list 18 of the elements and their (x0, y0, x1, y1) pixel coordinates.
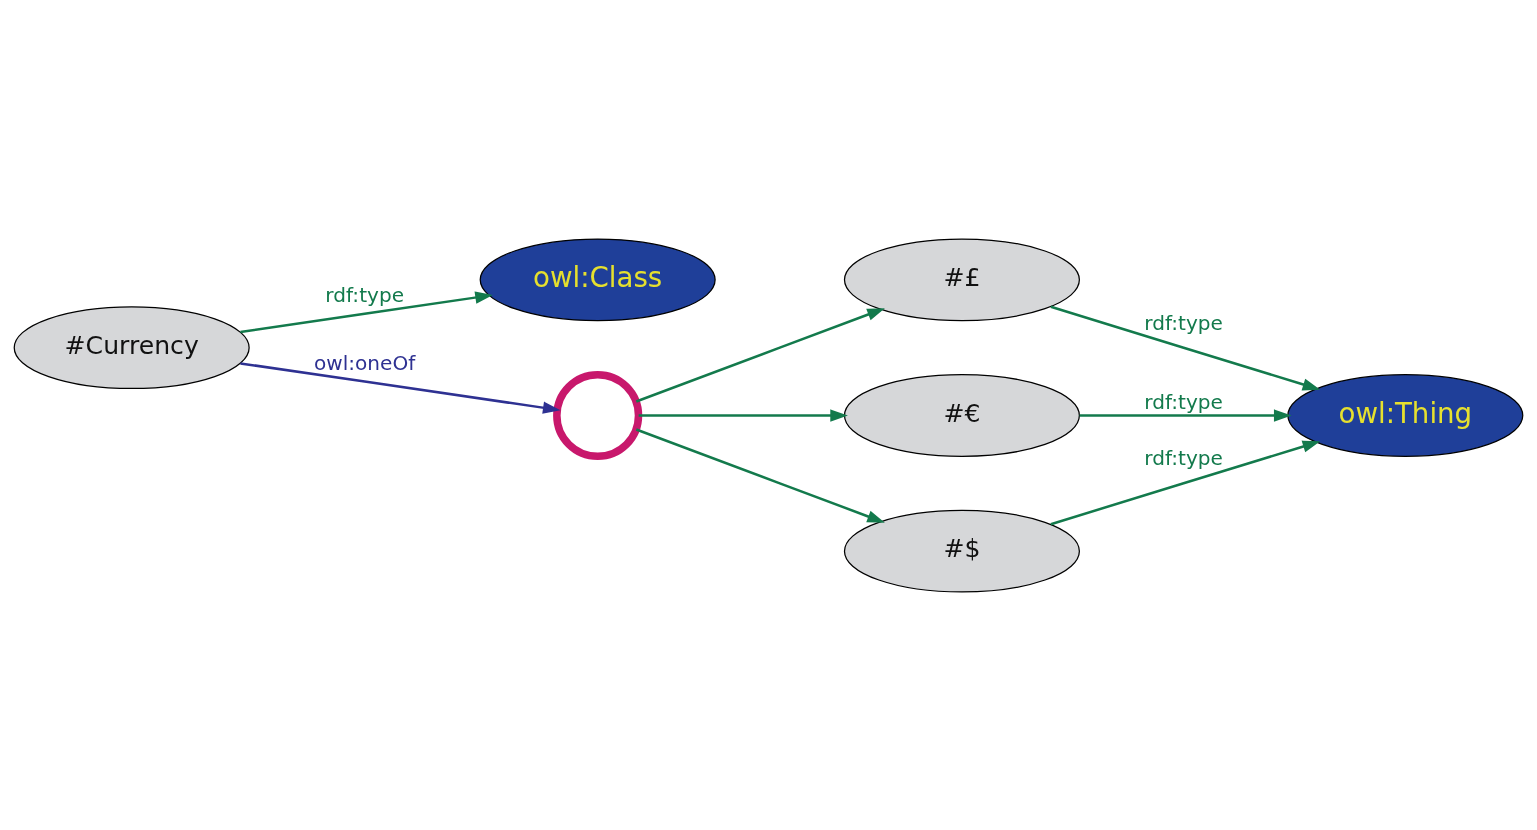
arrow (1079, 408, 1292, 422)
arrow (1050, 440, 1321, 525)
node-ellipse: #€ (843, 373, 1080, 457)
arrow (240, 361, 561, 414)
edge-label: rdf:type (325, 282, 404, 307)
node-circle (553, 370, 643, 460)
arrow (635, 427, 885, 523)
edge-label: rdf:type (1144, 310, 1223, 335)
node-ellipse: owl:Class (479, 237, 716, 321)
arrow (635, 307, 885, 403)
arrow (638, 408, 848, 422)
arrow (1050, 305, 1321, 390)
node-ellipse: #Currency (13, 305, 250, 389)
arrow (240, 290, 493, 333)
edge-label: owl:oneOf (314, 350, 416, 375)
node-ellipse: owl:Thing (1287, 373, 1524, 457)
edge-label: rdf:type (1144, 389, 1223, 414)
edge-label: rdf:type (1144, 445, 1223, 470)
